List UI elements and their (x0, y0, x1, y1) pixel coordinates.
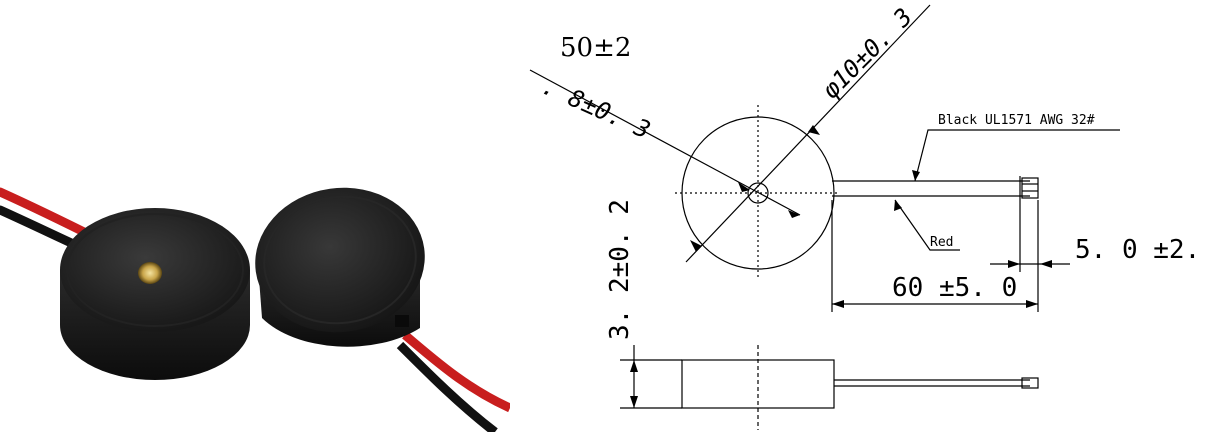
dim-height-label: 3. 2±0. 2 (605, 199, 635, 340)
dim-strip-label: 5. 0 ±2. 0 (1075, 235, 1215, 265)
red-wire-label: Red (930, 235, 953, 250)
hole-leader (529, 69, 801, 216)
buzzer-top-view (255, 187, 425, 347)
buzzer-with-sound-hole (60, 208, 250, 380)
dim-wire-label: 60 ±5. 0 (892, 273, 1017, 303)
dimension-arrows (630, 125, 1052, 408)
dim-diameter-label: φ10±0. 3 (816, 3, 918, 105)
wire-note-label: Black UL1571 AWG 32# (938, 113, 1095, 128)
diameter-leader (685, 4, 931, 263)
right-buzzer-wires (396, 331, 510, 432)
technical-drawing: 50±2 . 8±0. 3 φ10±0. 3 Black UL1571 AWG … (529, 3, 1215, 430)
dim-hole-label: . 8±0. 3 (538, 72, 655, 145)
sound-hole (138, 262, 162, 284)
wire-strip-end (1021, 177, 1039, 199)
red-wire-callout (894, 199, 960, 251)
dim-length-label: 50±2 (560, 33, 631, 63)
product-photo (0, 187, 510, 432)
sound-hole-outline (747, 182, 769, 204)
black-wire-callout (914, 129, 1120, 182)
